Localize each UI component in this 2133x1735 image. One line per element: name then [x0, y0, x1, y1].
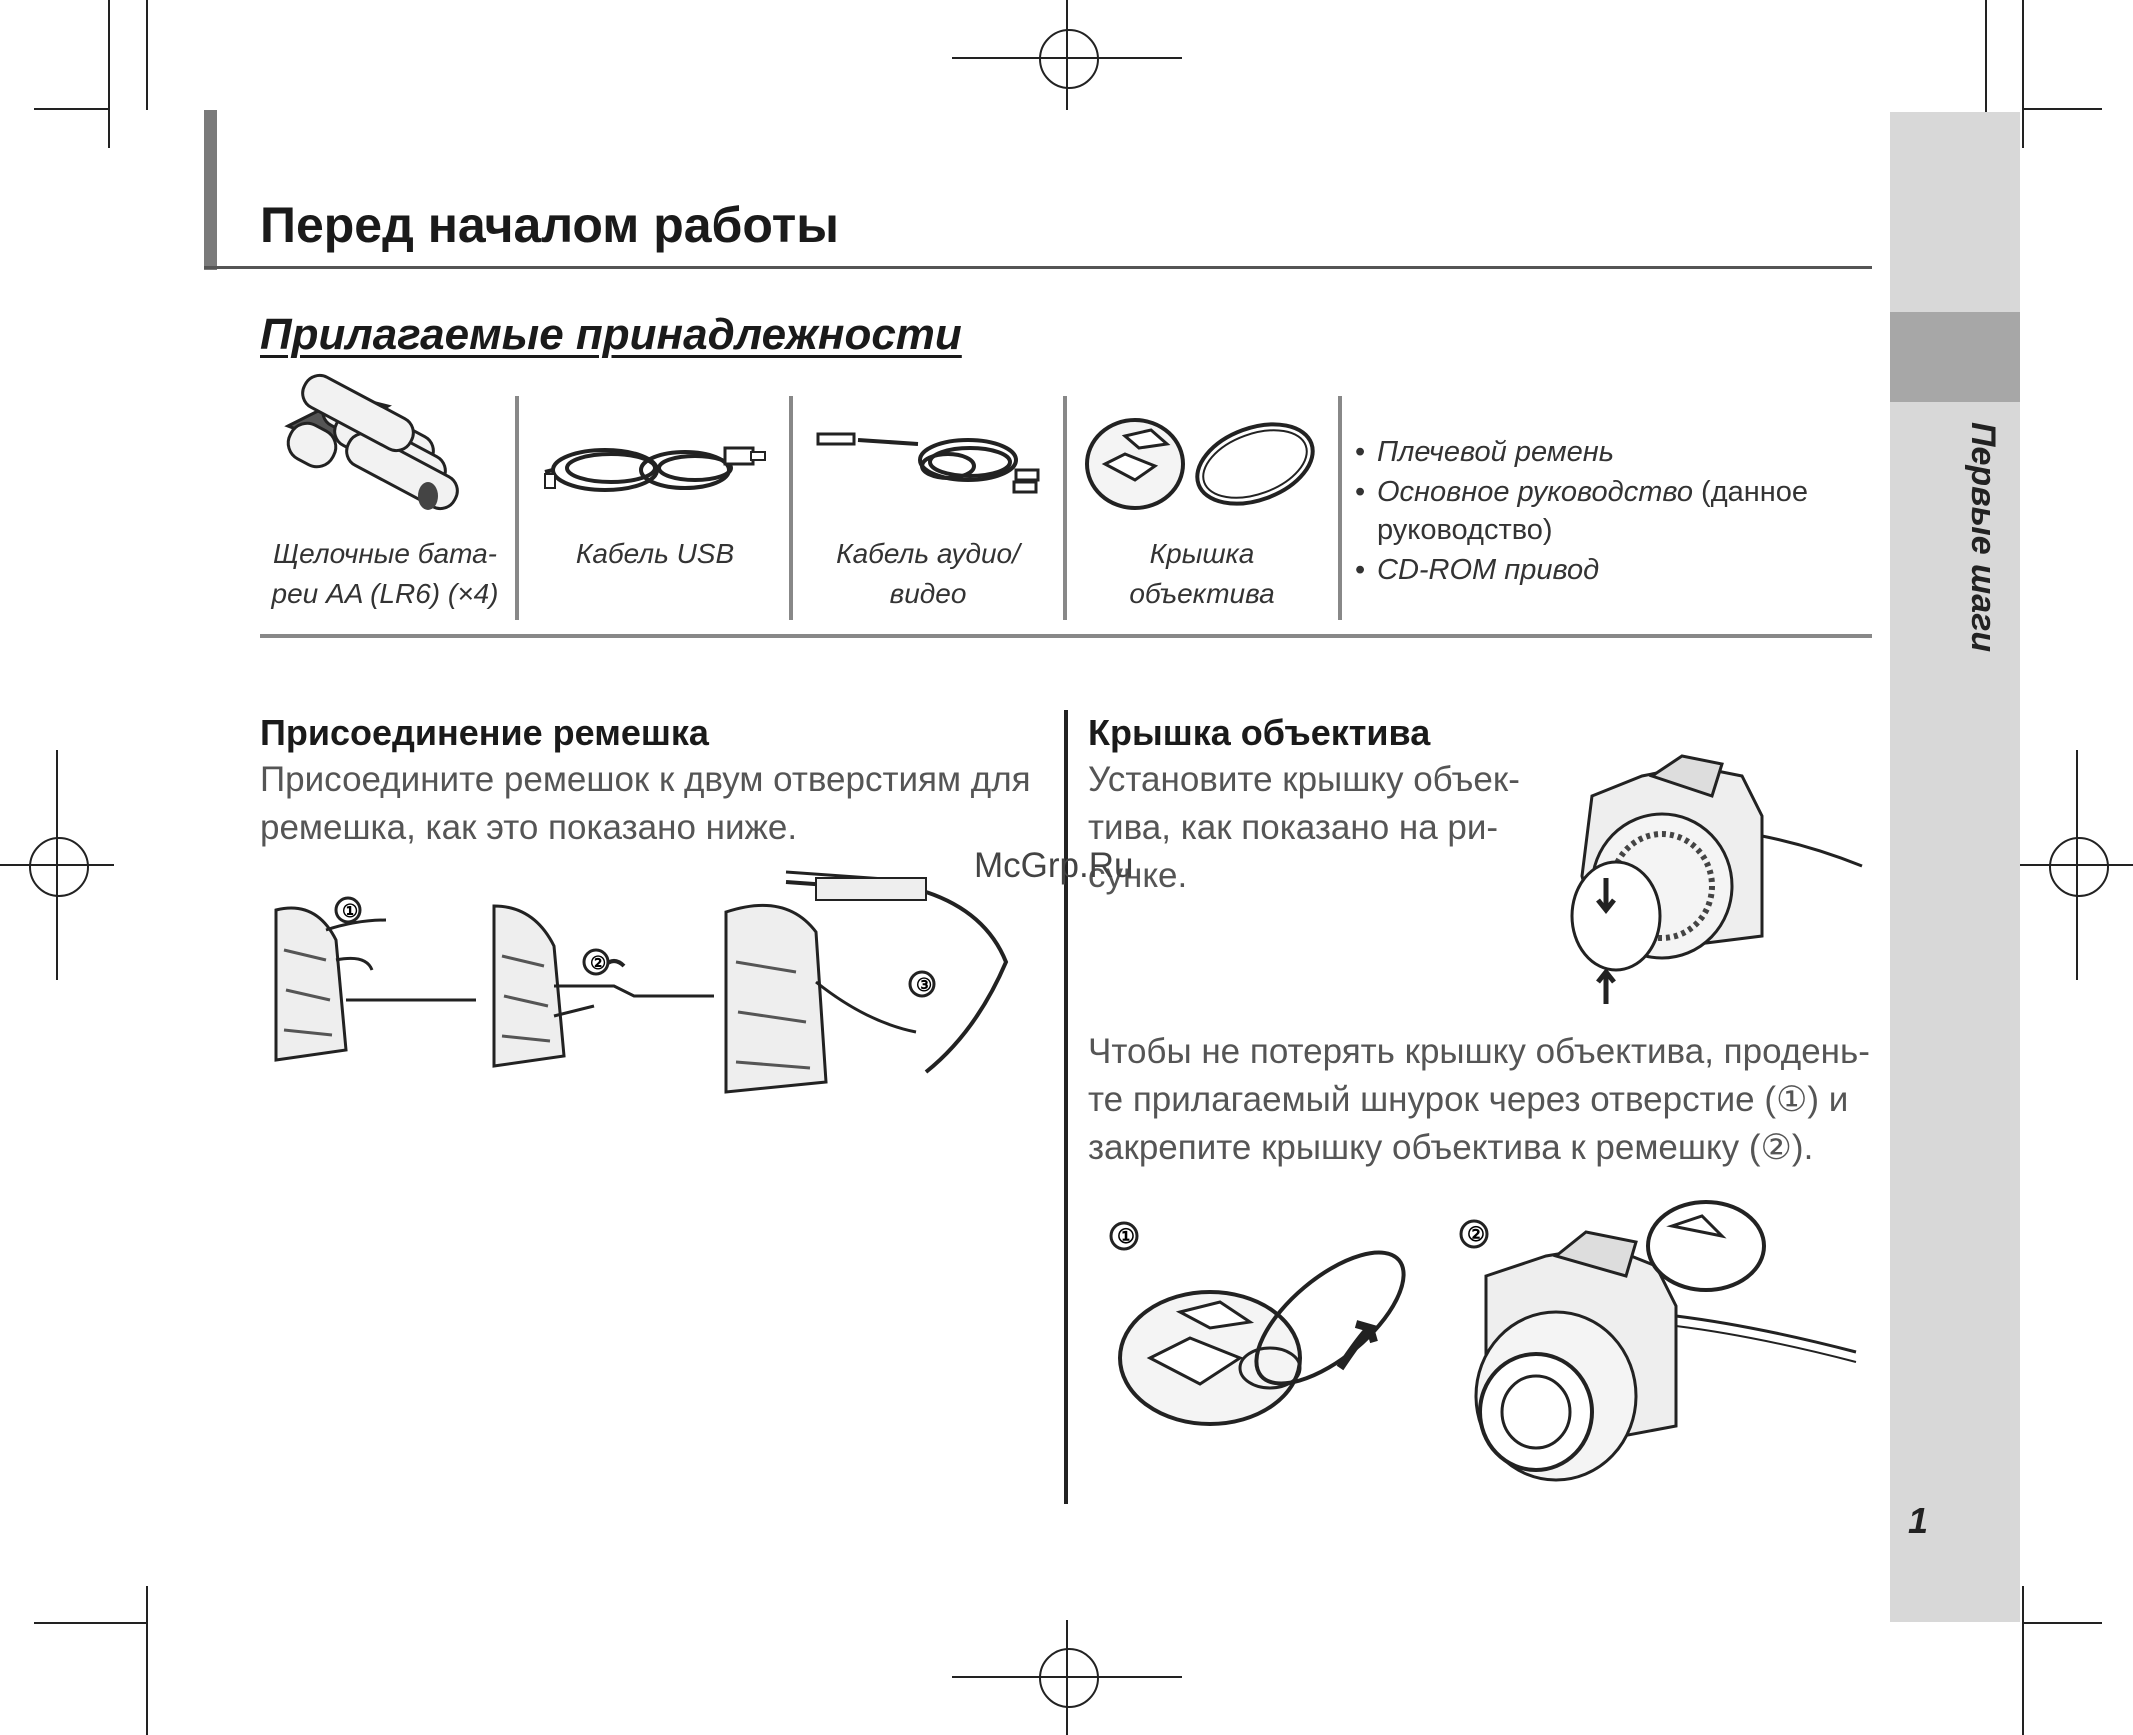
- other-item-note: руководство): [1377, 514, 1553, 546]
- step-number: ②: [590, 953, 606, 973]
- registration-mark: [1039, 29, 1099, 89]
- other-item: •Плечевой ремень: [1355, 436, 1614, 468]
- other-item-note: (данное: [1692, 476, 1809, 508]
- caption-line: Кабель USB: [575, 538, 735, 569]
- title-rule: [204, 266, 1872, 269]
- text-line: Чтобы не потерять крышку объектива, прод…: [1088, 1032, 1870, 1071]
- step-number: ①: [342, 901, 358, 921]
- other-item: •CD-ROM привод: [1355, 554, 1600, 586]
- text-line: закрепите крышку объектива к ремешку (②)…: [1088, 1128, 1814, 1167]
- text-line: ремешка, как это показано ниже.: [260, 808, 798, 847]
- accessory-rule: [260, 634, 1872, 638]
- text-line: те прилагаемый шнурок через отверстие (①…: [1088, 1080, 1849, 1119]
- cap-cord-step-1-illustration: ①: [1109, 1221, 1406, 1426]
- chapter-tab-text: Первые шаги: [1964, 422, 2002, 653]
- text-line: сунке.: [1088, 856, 1188, 895]
- accessory-caption: Щелочные бата- реи AA (LR6) (×4): [240, 534, 530, 614]
- watermark: McGrp.Ru: [974, 846, 1134, 885]
- accessory-divider: [1063, 396, 1067, 620]
- crop-mark: [2022, 0, 2024, 148]
- usb-cable-icon: [544, 446, 766, 492]
- crop-mark: [108, 0, 110, 148]
- caption-line: Крышка: [1149, 538, 1255, 569]
- accessory-divider: [789, 396, 793, 620]
- column-divider: [1064, 710, 1068, 1504]
- lens-cap-heading: Крышка объектива: [1088, 712, 1431, 753]
- text-line: Установите крышку объек-: [1088, 760, 1520, 799]
- other-item-label: Плечевой ремень: [1377, 436, 1614, 468]
- section-heading: Прилагаемые принадлежности: [260, 310, 962, 359]
- crop-mark: [1985, 0, 1987, 112]
- step-number: ③: [916, 975, 932, 995]
- strap-heading: Присоединение ремешка: [260, 712, 709, 753]
- crop-mark: [34, 1622, 146, 1624]
- caption-line: реи AA (LR6) (×4): [271, 578, 499, 609]
- strap-text: Присоедините ремешок к двум отверстиям д…: [260, 756, 1050, 852]
- strap-step-2-illustration: ②: [492, 904, 714, 1068]
- cap-cord-step-2-illustration: ②: [1459, 1200, 1857, 1482]
- other-item: руководство): [1355, 510, 1855, 550]
- registration-mark: [2049, 837, 2109, 897]
- camera-lens-cap-illustration: [1570, 754, 1863, 1004]
- step-number: ①: [1117, 1226, 1135, 1248]
- caption-line: Кабель аудио/: [836, 538, 1020, 569]
- other-item-label: Основное руководство: [1377, 476, 1693, 508]
- chapter-tab-marker: [1890, 312, 2020, 402]
- step-number: ②: [1467, 1224, 1485, 1246]
- caption-line: объектива: [1129, 578, 1275, 609]
- registration-mark: [29, 837, 89, 897]
- batteries-icon: [284, 373, 459, 511]
- crop-mark: [146, 1586, 148, 1735]
- crop-mark: [146, 0, 148, 110]
- accessory-divider: [1338, 396, 1342, 620]
- text-line: тива, как показано на ри-: [1088, 808, 1499, 847]
- page-number: 1: [1908, 1500, 1929, 1541]
- accessory-divider: [515, 396, 519, 620]
- accessory-caption: Крышка объектива: [1067, 534, 1337, 614]
- crop-mark: [2022, 1586, 2024, 1735]
- title-accent-bar: [204, 110, 217, 270]
- lens-cap-icon: [1085, 418, 1315, 510]
- caption-line: видео: [889, 578, 967, 609]
- av-cable-icon: [816, 432, 1040, 494]
- other-item: •Основное руководство (данное: [1355, 476, 1809, 508]
- strap-step-1-illustration: ①: [274, 896, 476, 1062]
- page-title: Перед началом работы: [260, 197, 839, 253]
- crop-mark: [34, 108, 110, 110]
- crop-mark: [2022, 108, 2102, 110]
- lens-cap-detail: Чтобы не потерять крышку объектива, прод…: [1088, 1028, 1888, 1172]
- strap-step-3-illustration: ③: [724, 870, 1009, 1094]
- crop-mark: [2022, 1622, 2102, 1624]
- caption-line: Щелочные бата-: [273, 538, 497, 569]
- accessory-caption: Кабель аудио/ видео: [793, 534, 1063, 614]
- chapter-tab-label: Первые шаги: [1870, 416, 2030, 696]
- other-item-label: CD-ROM привод: [1377, 554, 1600, 586]
- accessory-caption: Кабель USB: [520, 534, 790, 574]
- lens-cap-intro: Установите крышку объек- тива, как показ…: [1088, 756, 1548, 900]
- text-line: Присоедините ремешок к двум отверстиям д…: [260, 760, 1031, 799]
- registration-mark: [1039, 1648, 1099, 1708]
